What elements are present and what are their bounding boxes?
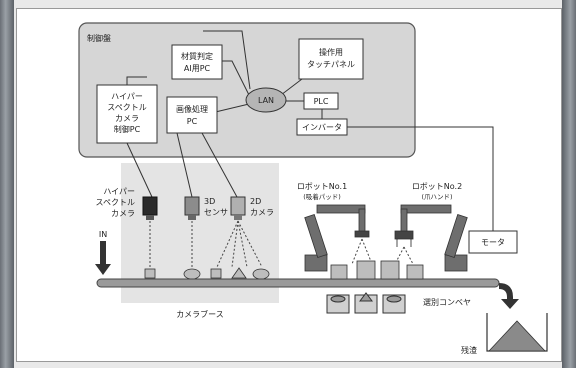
plc-label: PLC — [314, 97, 329, 106]
robot2-label: ロボットNo.2 — [412, 182, 462, 191]
2d-camera-label-2: カメラ — [250, 208, 274, 217]
hyperspectral-camera-lens — [146, 215, 154, 220]
material-ai-pc-line1: 材質判定 — [181, 51, 213, 61]
hyper-camera-label-1: ハイパー — [103, 187, 135, 196]
robot2-arm — [395, 205, 467, 271]
conveyor-belt — [97, 279, 499, 287]
2d-camera-lens — [234, 215, 242, 220]
system-diagram: 制御盤 材質判定 AI用PC ハイパー スペクトル カメラ 制御PC — [17, 9, 561, 361]
hyperspectral-camera — [143, 197, 157, 215]
sorting-bins — [327, 293, 405, 313]
image-pc-line2: PC — [187, 117, 198, 126]
hyper-pc-line2: スペクトル — [107, 103, 146, 112]
3d-sensor-lens — [188, 215, 196, 220]
diagram-panel: 制御盤 材質判定 AI用PC ハイパー スペクトル カメラ 制御PC — [16, 8, 562, 362]
material-ai-pc-box — [172, 45, 222, 79]
touch-panel-box — [299, 39, 363, 79]
residue-label: 残渣 — [461, 345, 477, 355]
touch-panel-line1: 操作用 — [319, 47, 343, 57]
hyper-pc-line4: 制御PC — [114, 124, 141, 134]
lan-label: LAN — [258, 96, 274, 105]
3d-sensor-label-2: センサ — [204, 208, 228, 217]
in-arrow — [95, 241, 111, 275]
robot1-label: ロボットNo.1 — [297, 182, 347, 191]
hyper-camera-label-3: カメラ — [111, 209, 135, 218]
hyper-pc-line1: ハイパー — [111, 92, 143, 101]
touch-panel-line2: タッチパネル — [307, 60, 355, 69]
3d-sensor-label-1: 3D — [204, 197, 215, 206]
background-photo-right — [562, 0, 576, 368]
robot-area-items — [331, 261, 423, 279]
in-label: IN — [99, 230, 107, 239]
material-ai-pc-line2: AI用PC — [184, 64, 211, 73]
exit-arrow — [499, 283, 519, 309]
3d-sensor — [185, 197, 199, 215]
image-pc-line1: 画像処理 — [176, 104, 208, 114]
residue-pile — [489, 321, 545, 351]
inverter-label: インバータ — [302, 123, 342, 132]
hyper-pc-line3: カメラ — [115, 114, 139, 123]
control-panel-title: 制御盤 — [87, 33, 111, 43]
motor-label: モータ — [481, 238, 505, 247]
robot-pick-lines — [352, 239, 413, 264]
hyper-camera-label-2: スペクトル — [96, 198, 135, 207]
2d-camera — [231, 197, 245, 215]
image-processing-pc-box — [167, 97, 217, 133]
background-photo-left — [0, 0, 14, 368]
sorting-conveyor-label: 選別コンベヤ — [423, 297, 471, 307]
robot1-sub-label: (吸着パッド) — [303, 192, 341, 201]
2d-camera-label-1: 2D — [250, 197, 261, 206]
robot2-sub-label: (爪ハンド) — [421, 193, 452, 201]
camera-booth-label: カメラブース — [176, 309, 224, 319]
